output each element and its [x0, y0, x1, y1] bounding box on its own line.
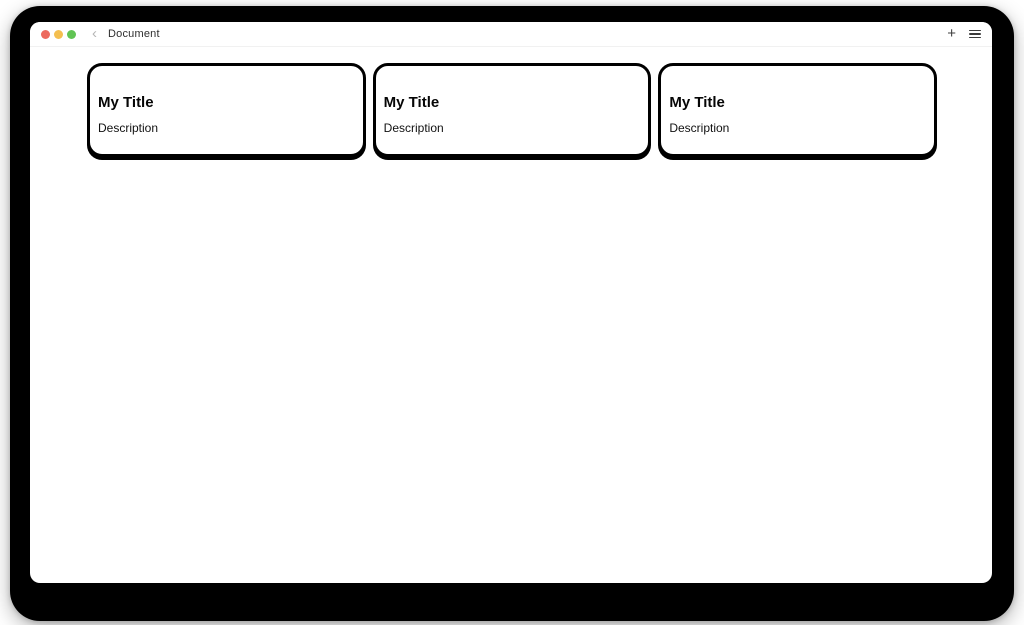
card-title: My Title — [669, 93, 725, 111]
card-title: My Title — [98, 93, 154, 111]
window-title: Document — [108, 28, 160, 40]
back-icon[interactable]: ‹ — [92, 24, 97, 42]
app-window: ‹ Document + My Title Description My Tit… — [30, 22, 992, 583]
minimize-button[interactable] — [54, 29, 63, 39]
content-area: My Title Description My Title Descriptio… — [30, 47, 992, 583]
plus-icon[interactable]: + — [947, 24, 956, 42]
menu-icon[interactable] — [969, 29, 981, 39]
traffic-lights — [41, 29, 76, 39]
card[interactable]: My Title Description — [372, 63, 652, 157]
close-button[interactable] — [41, 29, 50, 39]
card-title: My Title — [383, 93, 440, 111]
window-frame: ‹ Document + My Title Description My Tit… — [10, 6, 1014, 621]
card-description: Description — [669, 121, 730, 136]
card-description: Description — [383, 121, 444, 136]
card[interactable]: My Title Description — [87, 63, 366, 157]
card-grid: My Title Description My Title Descriptio… — [87, 63, 937, 157]
titlebar: ‹ Document + — [30, 22, 992, 47]
card-description: Description — [98, 121, 159, 136]
card[interactable]: My Title Description — [658, 63, 937, 157]
zoom-button[interactable] — [67, 29, 76, 39]
